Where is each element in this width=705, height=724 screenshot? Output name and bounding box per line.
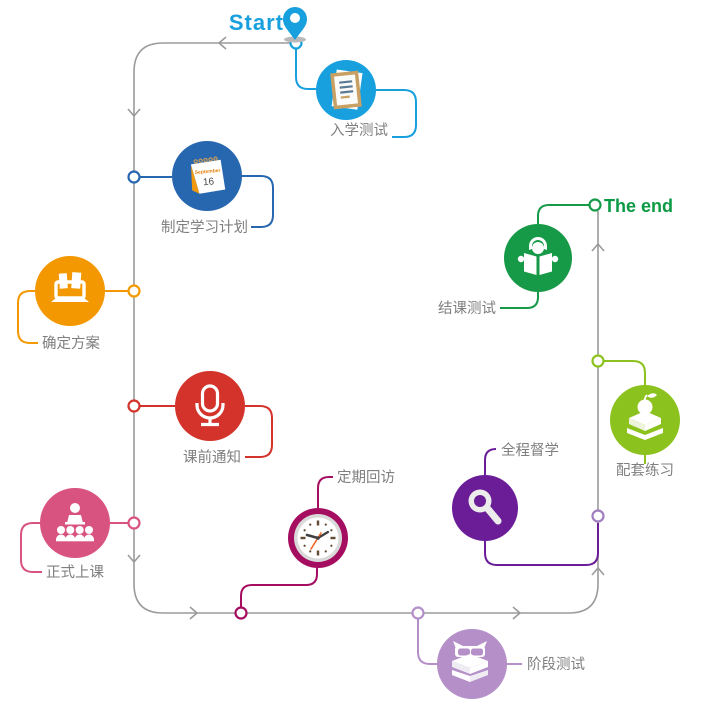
owl-books-icon	[452, 641, 488, 682]
node-regular-followup	[234, 606, 248, 620]
connector-final-test	[500, 204, 589, 309]
step-regular-followup-label: 定期回访	[337, 469, 395, 486]
step-formal-class-label: 正式上课	[46, 564, 104, 581]
main-flow-path	[133, 42, 599, 614]
flow-arrow-up-lower	[591, 566, 605, 576]
end-label: The end	[604, 196, 673, 216]
connector-stage-test	[417, 619, 522, 665]
step-class-notice-label: 课前通知	[183, 449, 241, 466]
step-full-supervision-label: 全程督学	[501, 441, 559, 459]
classroom-icon	[56, 503, 94, 542]
node-companion-exercise	[591, 354, 605, 368]
flow-arrow-down-lower	[127, 554, 141, 564]
step-companion-exercise-label: 配套练习	[616, 462, 674, 479]
step-confirm-plan-circle	[35, 256, 105, 326]
start-label: Start	[229, 10, 284, 35]
connector-confirm-plan	[17, 290, 128, 344]
node-study-plan	[127, 170, 141, 184]
flow-arrow-down-upper	[127, 108, 141, 118]
books-apple-icon	[627, 393, 663, 440]
clipboard-icon	[330, 69, 363, 110]
step-class-notice-circle	[175, 371, 245, 441]
step-entrance-test-label: 入学测试	[330, 122, 388, 139]
laptop-books-icon	[51, 272, 89, 302]
step-stage-test-label: 阶段测试	[527, 656, 585, 673]
connector-study-plan	[140, 175, 274, 228]
clock-icon	[294, 514, 342, 562]
step-final-test-circle	[504, 224, 572, 292]
connector-class-notice	[140, 405, 273, 458]
flow-arrow-right-bottom-left	[189, 606, 199, 620]
reading-icon	[517, 237, 559, 275]
step-regular-followup-circle	[288, 508, 348, 568]
connector-entrance-test	[295, 49, 417, 138]
connector-regular-followup	[240, 476, 333, 607]
step-study-plan-label: 制定学习计划	[161, 219, 248, 236]
magnifier-icon	[468, 489, 502, 525]
calendar-month-text: September	[195, 168, 221, 176]
flow-arrow-right-bottom-right	[512, 606, 522, 620]
node-confirm-plan	[127, 284, 141, 298]
step-final-test-label: 结课测试	[438, 300, 496, 317]
node-class-notice	[127, 399, 141, 413]
microphone-icon	[195, 384, 225, 427]
node-full-supervision	[591, 509, 605, 523]
flow-arrow-up-upper	[591, 242, 605, 252]
connector-formal-class	[20, 522, 128, 573]
connector-companion-exercise	[604, 360, 646, 464]
calendar-icon: September 16	[190, 156, 226, 194]
step-confirm-plan-label: 确定方案	[42, 334, 100, 352]
node-formal-class	[127, 516, 141, 530]
node-end	[588, 198, 602, 212]
flow-arrow-left-top	[217, 36, 227, 50]
connector-full-supervision	[484, 448, 599, 566]
calendar-day-text: 16	[203, 176, 215, 188]
node-stage-test	[411, 606, 425, 620]
start-pin-icon	[283, 7, 307, 43]
